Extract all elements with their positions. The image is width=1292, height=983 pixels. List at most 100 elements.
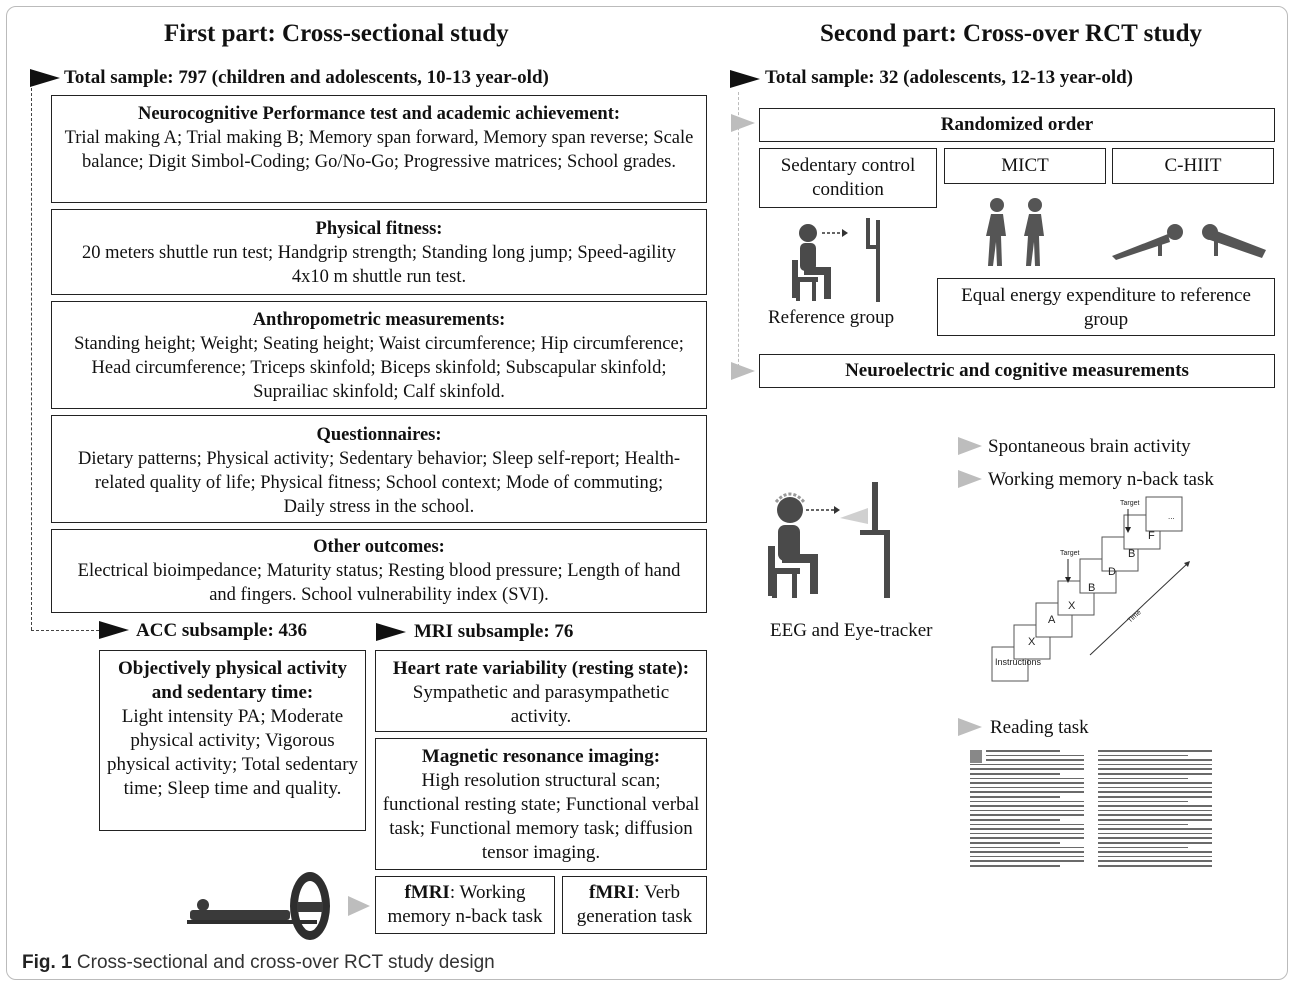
document-text-line xyxy=(970,782,1084,784)
other-outcomes-box: Other outcomes: Electrical bioimpedance;… xyxy=(51,529,707,613)
nback-letter: D xyxy=(1108,566,1116,578)
document-text-line xyxy=(1098,860,1212,862)
document-text-line xyxy=(1098,773,1212,775)
task-arrow xyxy=(958,437,982,455)
box-heading: Neurocognitive Performance test and acad… xyxy=(137,104,621,124)
mict-box: MICT xyxy=(944,148,1106,184)
acc-box: Objectively physical activity and sedent… xyxy=(99,650,366,831)
equal-energy-box: Equal energy expenditure to reference gr… xyxy=(937,278,1275,336)
nback-staircase-diagram: Instructions X A X B D B F ... Target Ta… xyxy=(991,496,1190,682)
reference-group-label: Reference group xyxy=(768,307,895,328)
box-text: Sympathetic and parasympathetic activity… xyxy=(412,682,670,727)
document-text-line xyxy=(970,796,1060,798)
neuro-arrow xyxy=(731,362,755,380)
sedentary-control-box: Sedentary control condition xyxy=(759,148,937,208)
fmri-text: : Working memory n-back task xyxy=(387,882,543,927)
document-text-line xyxy=(1098,819,1212,821)
questionnaires-box: Questionnaires: Dietary patterns; Physic… xyxy=(51,415,707,523)
nback-letter: X xyxy=(1068,600,1076,612)
box-text: Electrical bioimpedance; Maturity status… xyxy=(77,561,681,605)
document-text-line xyxy=(970,777,1084,780)
document-text-line xyxy=(1098,754,1188,757)
fmri-bold: fMRI xyxy=(589,882,635,903)
reading-task-document xyxy=(970,750,1216,876)
left-title: First part: Cross-sectional study xyxy=(164,20,509,47)
document-text-line xyxy=(1098,851,1212,853)
left-dashed-connector xyxy=(31,88,32,630)
document-text-line xyxy=(1098,759,1212,761)
walking-persons-icon xyxy=(986,198,1044,266)
fmri-working-memory-box: fMRI: Working memory n-back task xyxy=(375,876,555,934)
document-text-line xyxy=(1098,782,1212,784)
randomized-order-box: Randomized order xyxy=(759,108,1275,142)
document-text-line xyxy=(1098,777,1188,780)
box-heading: Other outcomes: xyxy=(313,537,445,557)
document-text-line xyxy=(1098,842,1212,844)
document-text-line xyxy=(970,855,1084,858)
mri-arrow xyxy=(376,623,406,641)
document-text-line xyxy=(970,809,1084,812)
nback-letter: B xyxy=(1088,582,1095,594)
neuro-measurements-box: Neuroelectric and cognitive measurements xyxy=(759,354,1275,388)
task-arrow xyxy=(958,470,982,488)
document-text-line xyxy=(1098,786,1212,789)
document-text-line xyxy=(1098,828,1212,830)
hrv-box: Heart rate variability (resting state): … xyxy=(375,650,707,732)
document-text-line xyxy=(986,754,1084,757)
document-text-line xyxy=(970,865,1060,867)
document-text-line xyxy=(970,814,1084,816)
anthropometric-box: Anthropometric measurements: Standing he… xyxy=(51,301,707,409)
box-text: High resolution structural scan; functio… xyxy=(382,770,700,863)
left-dashed-connector-h xyxy=(31,630,99,631)
box-text: Standing height; Weight; Seating height;… xyxy=(74,334,684,402)
fmri-bold: fMRI xyxy=(404,882,450,903)
mri-scanner-icon xyxy=(187,872,370,940)
acc-arrow xyxy=(99,621,129,639)
box-heading: Physical fitness: xyxy=(315,219,443,239)
box-text: Trial making A; Trial making B; Memory s… xyxy=(64,128,694,172)
box-text: Light intensity PA; Moderate physical ac… xyxy=(106,706,359,799)
document-text-line xyxy=(970,860,1084,862)
document-text-line xyxy=(986,750,1060,752)
nback-target-label: Target xyxy=(1120,500,1140,507)
document-text-line xyxy=(1098,763,1212,766)
document-text-line xyxy=(1098,796,1212,798)
document-text-line xyxy=(1098,814,1212,816)
document-text-line xyxy=(970,851,1084,853)
document-text-line xyxy=(1098,846,1188,849)
document-text-line xyxy=(1098,768,1212,770)
document-text-line xyxy=(970,837,1084,839)
eeg-eyetracker-icon xyxy=(768,482,890,598)
document-text-line xyxy=(1098,750,1212,752)
fmri-text: : Verb generation task xyxy=(576,882,693,927)
figure-caption: Fig. 1 Cross-sectional and cross-over RC… xyxy=(22,952,495,974)
document-text-line xyxy=(970,786,1084,789)
nback-instructions: Instructions xyxy=(995,657,1042,667)
document-text-line xyxy=(970,828,1084,830)
document-text-line xyxy=(1098,805,1212,807)
document-text-line xyxy=(970,832,1084,835)
task-spontaneous: Spontaneous brain activity xyxy=(988,436,1191,457)
neurocognitive-box: Neurocognitive Performance test and acad… xyxy=(51,95,707,203)
task-reading: Reading task xyxy=(990,717,1089,738)
document-text-line xyxy=(1098,855,1212,858)
nback-letter: A xyxy=(1048,614,1056,626)
right-dashed-connector xyxy=(738,92,739,372)
nback-time-label: Time xyxy=(1127,609,1143,625)
document-text-line xyxy=(1098,809,1212,812)
box-text: Dietary patterns; Physical activity; Sed… xyxy=(77,449,681,517)
document-text-line xyxy=(1098,800,1188,803)
document-text-line xyxy=(1098,832,1212,835)
task-working-memory: Working memory n-back task xyxy=(988,469,1214,490)
document-dropcap xyxy=(970,750,982,763)
nback-target-label: Target xyxy=(1060,550,1080,557)
document-text-line xyxy=(970,846,1084,849)
left-sample: Total sample: 797 (children and adolesce… xyxy=(64,67,549,88)
figure-frame xyxy=(6,6,1288,980)
document-text-line xyxy=(970,805,1084,807)
nback-letter: B xyxy=(1128,548,1135,560)
box-heading: Objectively physical activity and sedent… xyxy=(117,658,348,703)
mri-box: Magnetic resonance imaging: High resolut… xyxy=(375,738,707,870)
fmri-verb-box: fMRI: Verb generation task xyxy=(562,876,707,934)
document-text-line xyxy=(970,763,1084,766)
